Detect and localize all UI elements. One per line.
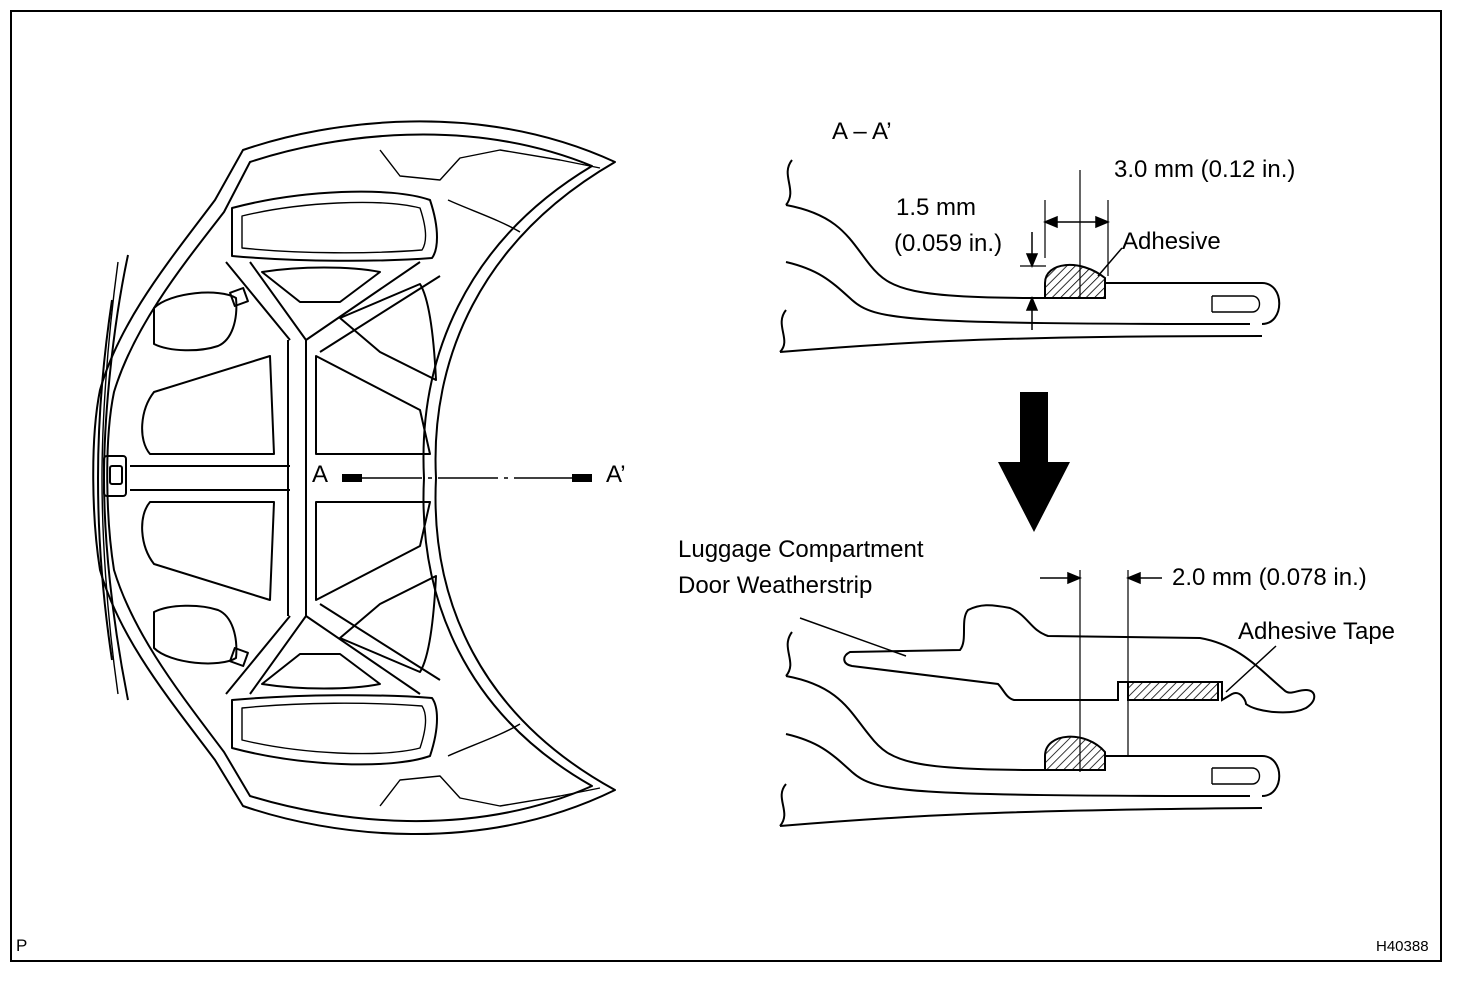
figure-id: H40388 [1376, 938, 1429, 955]
cavity [231, 190, 438, 262]
section-cut-line [342, 474, 592, 482]
adhesive-bead [1044, 735, 1106, 771]
adhesive-label: Adhesive [1122, 228, 1221, 255]
section-title: A – A’ [832, 118, 892, 145]
door-outline-inner [106, 133, 593, 823]
latch [103, 455, 127, 497]
cavity [315, 355, 431, 455]
cut-label-end: A’ [606, 461, 626, 488]
cavity [339, 283, 437, 381]
break-line [785, 159, 793, 206]
weatherstrip [843, 604, 1316, 714]
cavity [315, 501, 431, 601]
dimension-gap-label: 2.0 mm (0.078 in.) [1172, 564, 1367, 591]
door-outline [92, 120, 616, 835]
down-arrow [998, 392, 1070, 532]
cavity [261, 653, 381, 690]
weatherstrip-label-1: Luggage Compartment [678, 536, 924, 563]
cavity [261, 266, 381, 303]
weatherstrip-label-2: Door Weatherstrip [678, 572, 873, 599]
dimension-bead-width-label: 3.0 mm (0.12 in.) [1114, 156, 1296, 183]
dimension-bead-height-label-2: (0.059 in.) [894, 230, 1003, 257]
cavity [153, 604, 238, 665]
dimension-bead-height [1020, 232, 1046, 330]
cavity [339, 575, 437, 673]
adhesive-tape [1127, 681, 1219, 701]
cavity [141, 501, 275, 601]
dimension-bead-width [1043, 215, 1110, 229]
adhesive-bead [1044, 264, 1106, 299]
cavity [153, 291, 238, 352]
dimension-gap [1040, 571, 1162, 585]
section-after [779, 604, 1316, 827]
break-line [779, 783, 787, 827]
dimension-bead-height-label-1: 1.5 mm [896, 194, 977, 221]
cavity [231, 694, 438, 766]
adhesive-tape-label: Adhesive Tape [1238, 618, 1396, 645]
door-panel-view [92, 120, 616, 835]
break-line [785, 631, 793, 677]
break-line [779, 309, 787, 353]
corner-code: P [16, 936, 28, 955]
panel-edge [1105, 282, 1281, 325]
cavity [141, 355, 275, 455]
cut-label-start: A [312, 461, 329, 488]
figure-frame [10, 10, 1442, 962]
section-before [779, 159, 1281, 353]
